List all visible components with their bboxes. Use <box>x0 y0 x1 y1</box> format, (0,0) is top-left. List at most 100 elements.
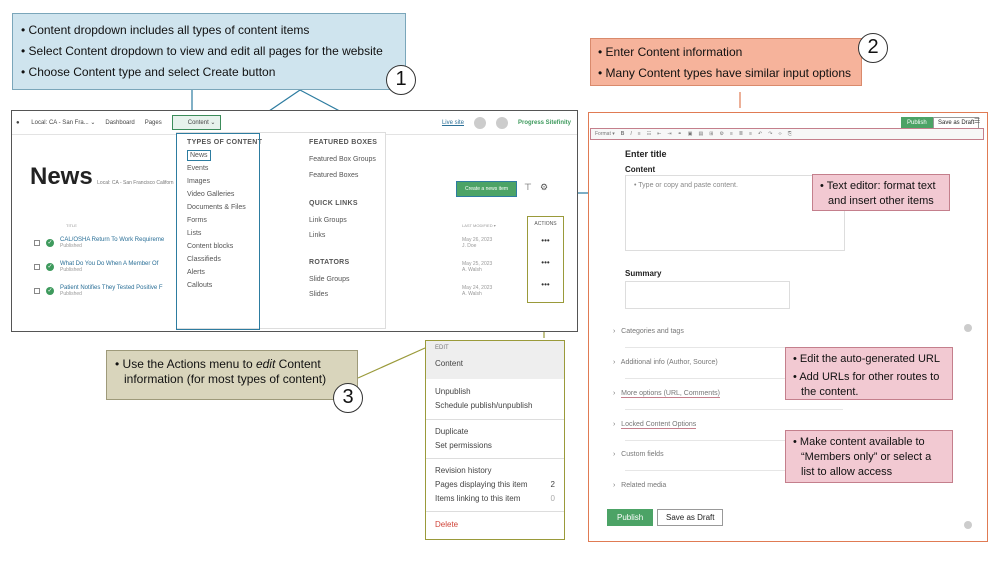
content-dropdown-menu: TYPES OF CONTENT News Events Images Vide… <box>176 132 386 329</box>
align-center-icon[interactable]: ≣ <box>738 131 744 137</box>
image-icon[interactable]: ▣ <box>687 131 693 137</box>
user-menu-avatar[interactable] <box>495 116 508 129</box>
publish-button[interactable]: Publish <box>607 509 654 526</box>
help-icon[interactable] <box>964 324 972 332</box>
menu-item-documents-files[interactable]: Documents & Files <box>187 204 246 211</box>
create-news-item-button[interactable]: Create a news item <box>456 181 518 197</box>
section-categories-tags[interactable]: › Categories and tags <box>613 328 684 335</box>
row-title[interactable]: What Do You Do When A Member Of <box>60 261 159 267</box>
document-icon[interactable]: ▤ <box>698 131 704 137</box>
list-icon[interactable]: ≡ <box>637 131 641 137</box>
table-icon[interactable]: ⊞ <box>709 131 714 137</box>
brand-logo: Progress Sitefinity <box>517 119 571 126</box>
section-related-media[interactable]: › Related media <box>613 482 667 489</box>
divider <box>625 440 843 441</box>
callout-line: and insert other items <box>828 195 934 207</box>
callout-enter-content: • Enter Content information • Many Conte… <box>590 38 862 86</box>
section-additional-info[interactable]: › Additional info (Author, Source) <box>613 359 718 366</box>
divider <box>625 470 843 471</box>
gear-icon[interactable]: ⚙ <box>719 131 724 137</box>
menu-item-news[interactable]: News <box>187 150 211 161</box>
menu-item-featured-box-groups[interactable]: Featured Box Groups <box>309 156 376 163</box>
menu-item-callouts[interactable]: Callouts <box>187 282 213 289</box>
edit-content-item[interactable]: Content <box>435 359 464 368</box>
format-select[interactable]: Format ▾ <box>595 131 615 137</box>
schedule-publish-item[interactable]: Schedule publish/unpublish <box>435 401 533 410</box>
col-last-modified-header[interactable]: LAST MODIFIED ▾ <box>462 223 496 228</box>
row-checkbox[interactable] <box>34 264 40 270</box>
published-check-icon: ✓ <box>46 239 54 247</box>
nav-content-dropdown[interactable]: Content ⌄ <box>171 115 222 130</box>
code-icon[interactable]: ‹› <box>778 131 782 137</box>
menu-item-links[interactable]: Links <box>309 232 326 239</box>
section-custom-fields[interactable]: › Custom fields <box>613 451 664 458</box>
bold-icon[interactable]: B <box>620 131 625 137</box>
set-permissions-item[interactable]: Set permissions <box>435 441 492 450</box>
row-actions-more-icon[interactable]: ••• <box>541 258 550 267</box>
unpublish-item[interactable]: Unpublish <box>435 387 471 396</box>
link-icon[interactable]: ⚭ <box>677 131 682 137</box>
menu-divider <box>426 511 564 512</box>
menu-item-slides[interactable]: Slides <box>309 291 329 298</box>
publish-button-top[interactable]: Publish <box>901 117 933 129</box>
menu-item-forms[interactable]: Forms <box>187 217 207 224</box>
row-title[interactable]: Patient Notifies They Tested Positive F <box>60 285 163 291</box>
actions-menu: EDIT Content Unpublish Schedule publish/… <box>425 340 565 540</box>
italic-icon[interactable]: I <box>630 131 632 137</box>
indent-icon[interactable]: ⇥ <box>667 131 672 137</box>
menu-icon[interactable]: ☰ <box>974 118 981 125</box>
nav-pages[interactable]: Pages <box>144 119 162 126</box>
menu-item-images[interactable]: Images <box>187 178 210 185</box>
text-editor-toolbar: Format ▾ B I ≡ ☷ ⇤ ⇥ ⚭ ▣ ▤ ⊞ ⚙ ≡ ≣ ≡ ↶ ↷… <box>590 128 984 140</box>
row-actions-more-icon[interactable]: ••• <box>541 280 550 289</box>
callout-line: “Members only” or select a <box>801 451 932 463</box>
content-editor[interactable]: • Type or copy and paste content. <box>625 175 845 251</box>
menu-item-alerts[interactable]: Alerts <box>187 269 205 276</box>
menu-item-lists[interactable]: Lists <box>187 230 202 237</box>
section-more-options[interactable]: › More options (URL, Comments) <box>613 390 720 398</box>
help-icon[interactable] <box>964 521 972 529</box>
row-actions-more-icon[interactable]: ••• <box>541 236 550 245</box>
callout-line: • Select Content dropdown to view and ed… <box>21 44 383 58</box>
menu-item-link-groups[interactable]: Link Groups <box>309 217 347 224</box>
filter-icon[interactable]: ⊤ <box>524 182 532 192</box>
site-selector[interactable]: ● Local: CA - San Fra... ⌄ <box>16 120 96 126</box>
settings-gear-icon[interactable]: ⚙ <box>540 182 549 192</box>
title-field[interactable]: Enter title <box>625 149 667 159</box>
revision-history-item[interactable]: Revision history <box>435 466 492 475</box>
menu-divider <box>426 419 564 420</box>
callout-line: • Content dropdown includes all types of… <box>21 23 310 37</box>
row-checkbox[interactable] <box>34 240 40 246</box>
numbered-list-icon[interactable]: ☷ <box>646 131 652 137</box>
menu-item-classifieds[interactable]: Classifieds <box>187 256 221 263</box>
menu-item-video-galleries[interactable]: Video Galleries <box>187 191 235 198</box>
section-locked-content[interactable]: › Locked Content Options <box>613 421 697 429</box>
menu-item-events[interactable]: Events <box>187 165 209 172</box>
table-row[interactable]: ✓ Patient Notifies They Tested Positive … <box>34 285 163 297</box>
redo-icon[interactable]: ↷ <box>768 131 773 137</box>
delete-item[interactable]: Delete <box>435 520 459 529</box>
align-left-icon[interactable]: ≡ <box>729 131 733 137</box>
save-draft-button[interactable]: Save as Draft <box>657 509 724 526</box>
row-title[interactable]: CAL/OSHA Return To Work Requireme <box>60 237 165 243</box>
row-checkbox[interactable] <box>34 288 40 294</box>
nav-dashboard[interactable]: Dashboard <box>105 119 135 126</box>
live-site-link[interactable]: Live site <box>441 119 464 126</box>
paste-icon[interactable]: ⎘ <box>787 131 792 137</box>
user-avatar[interactable] <box>473 116 486 129</box>
outdent-icon[interactable]: ⇤ <box>657 131 662 137</box>
step-number-2: 2 <box>858 33 888 63</box>
col-title-header[interactable]: TITLE <box>66 223 77 228</box>
align-right-icon[interactable]: ≡ <box>749 131 752 137</box>
menu-item-content-blocks[interactable]: Content blocks <box>187 243 234 250</box>
menu-item-slide-groups[interactable]: Slide Groups <box>309 276 350 283</box>
menu-item-featured-boxes[interactable]: Featured Boxes <box>309 172 359 179</box>
undo-icon[interactable]: ↶ <box>757 131 763 137</box>
summary-field[interactable] <box>625 281 790 309</box>
duplicate-item[interactable]: Duplicate <box>435 427 469 436</box>
